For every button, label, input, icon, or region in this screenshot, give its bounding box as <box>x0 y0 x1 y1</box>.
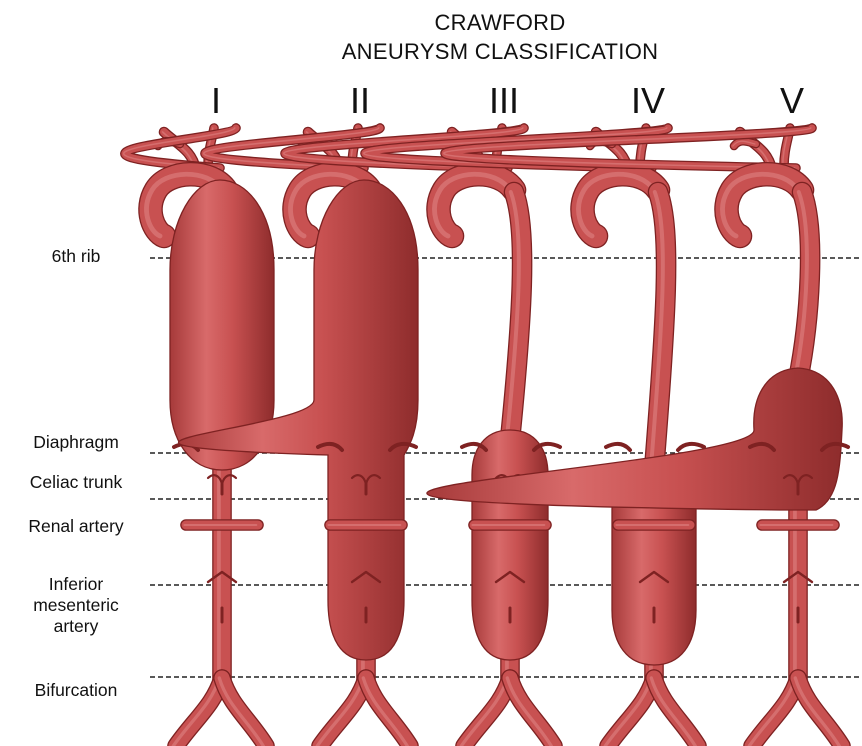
right-iliac-artery <box>510 678 554 746</box>
diaphragm-left-crus <box>606 444 630 450</box>
right-iliac-artery <box>798 678 842 746</box>
aorta-type-IV <box>364 128 704 746</box>
diaphragm-left-crus <box>462 444 486 450</box>
aneurysm-sac <box>472 430 548 660</box>
aorta-illustrations <box>124 128 848 746</box>
right-iliac-artery <box>366 678 410 746</box>
right-iliac-artery <box>222 678 266 746</box>
right-iliac-artery <box>654 678 698 746</box>
